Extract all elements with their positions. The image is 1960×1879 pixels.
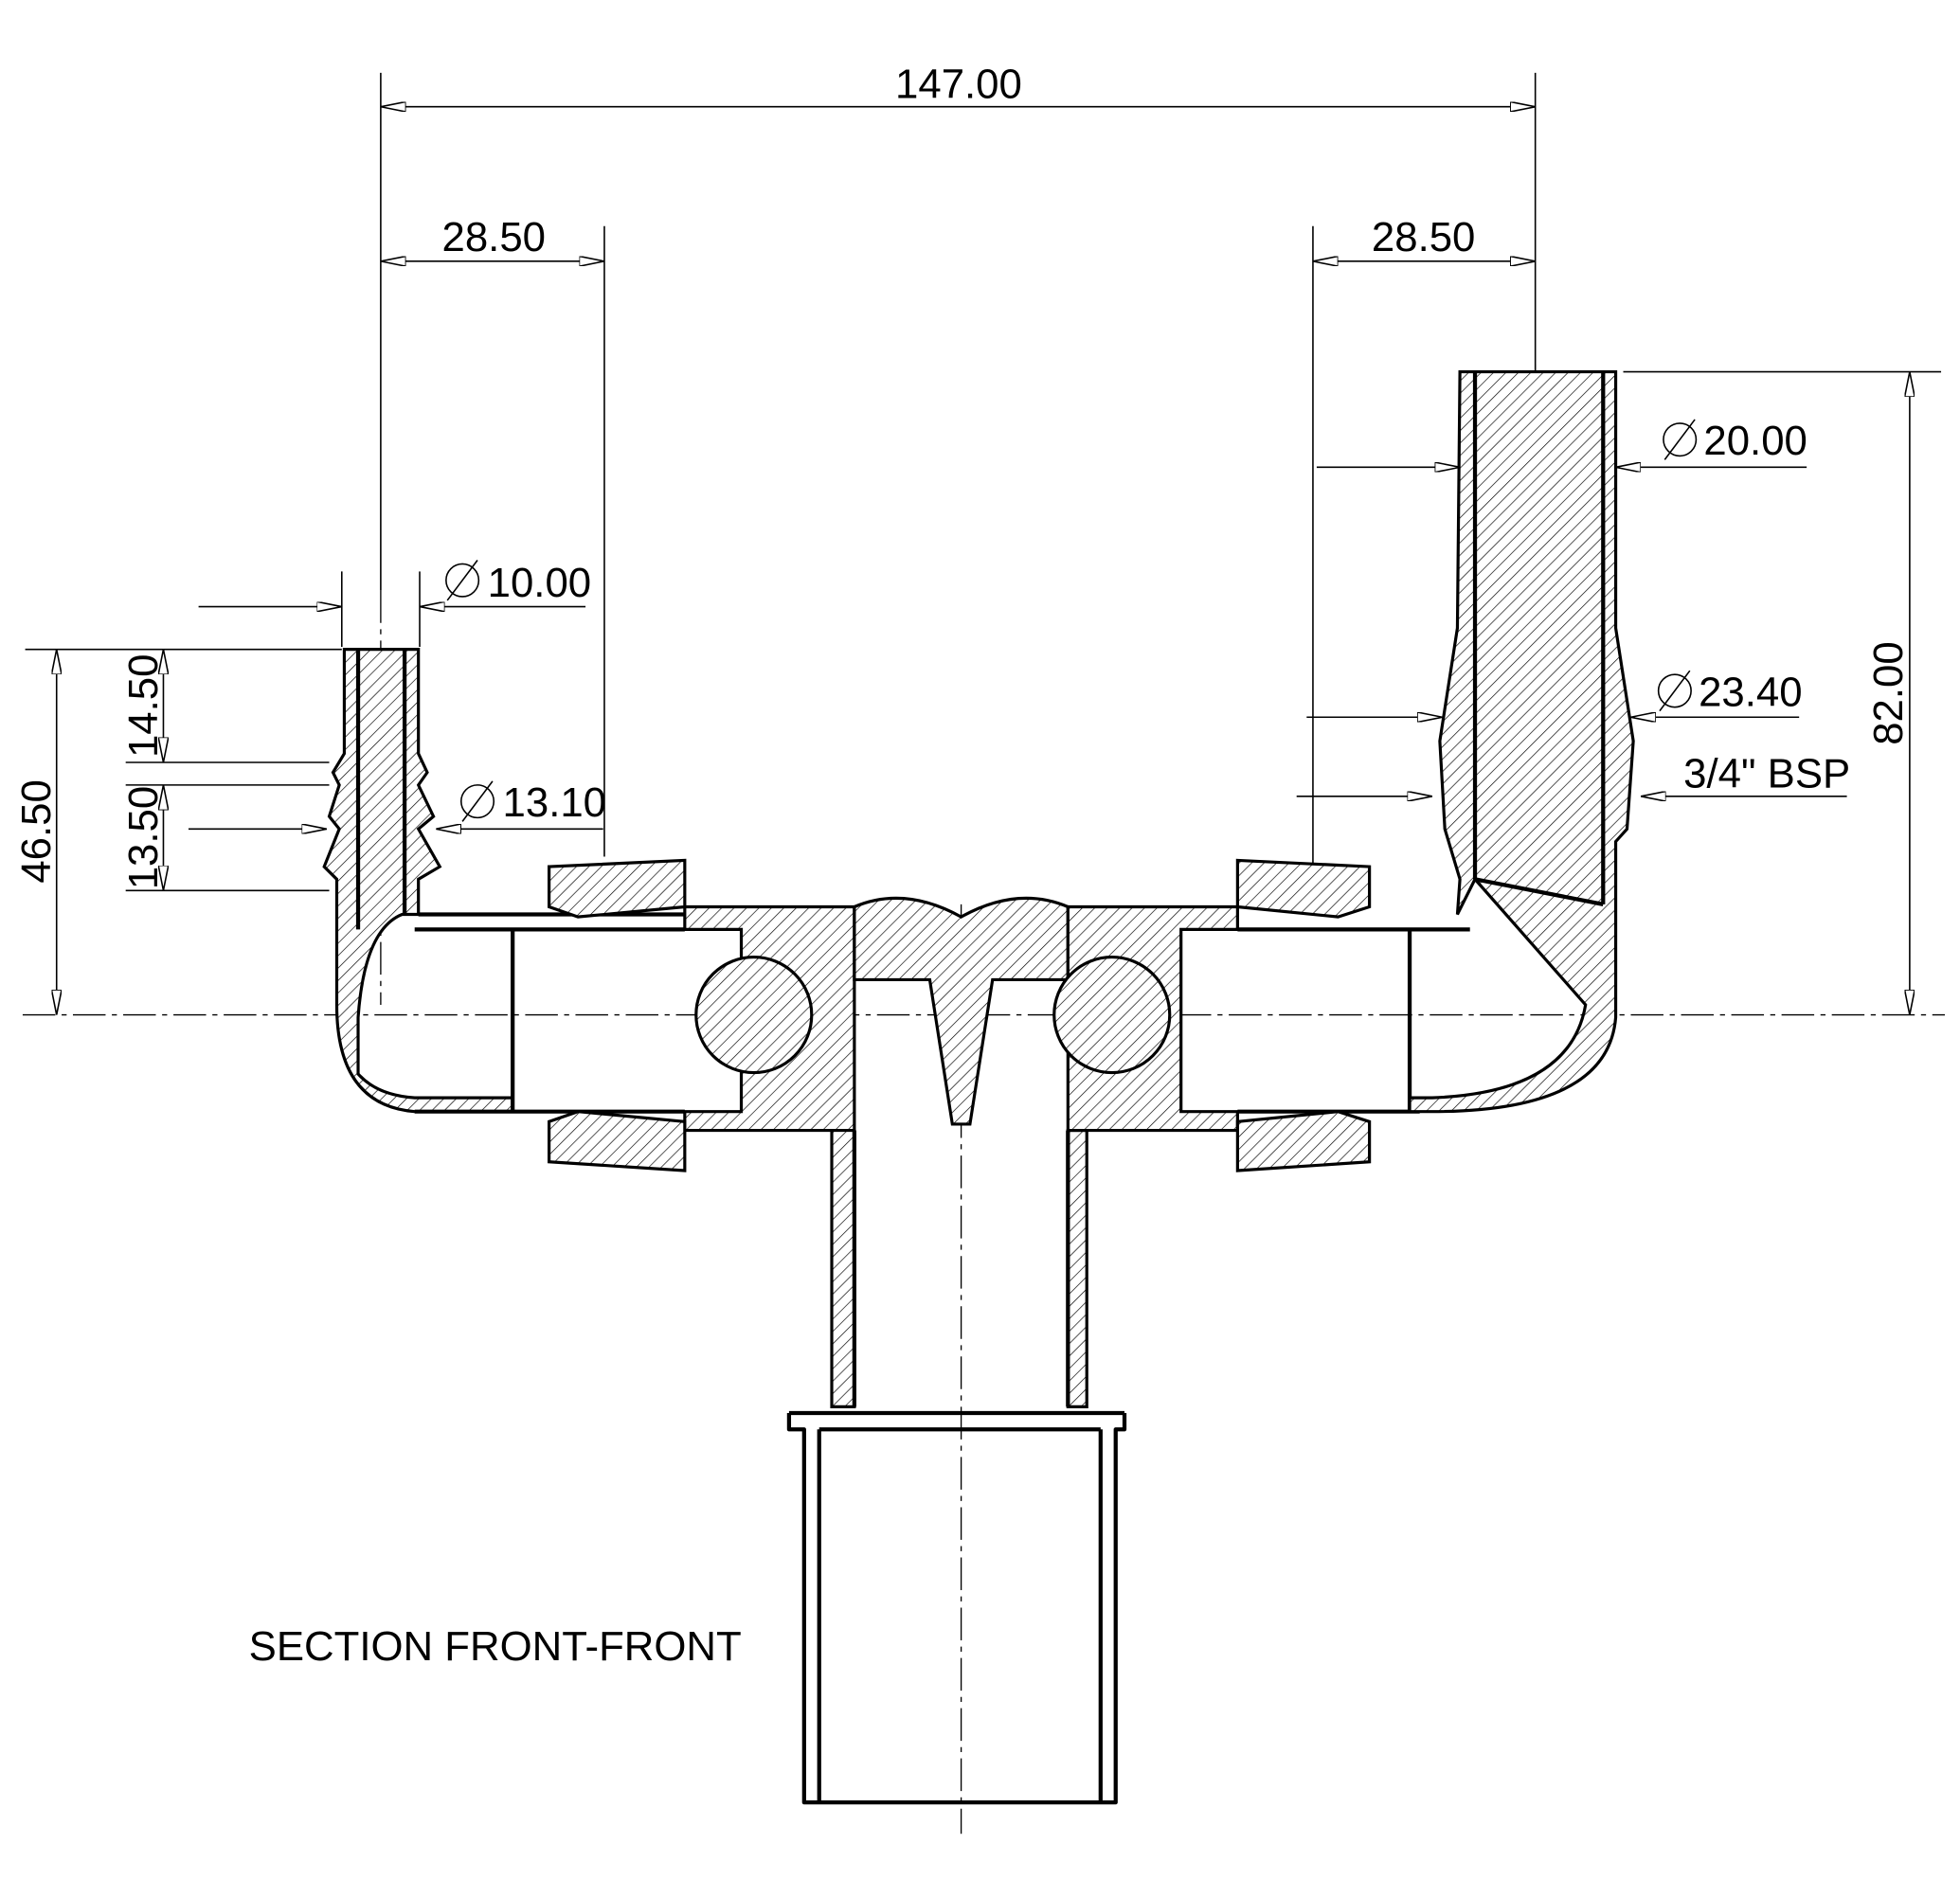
section-title: SECTION FRONT-FRONT [249,1623,742,1670]
dim-46-50: 46.50 [13,779,60,883]
valve-balls [694,955,1172,1075]
center-lines [22,364,1946,1834]
dim-dia-20: 20.00 [1703,418,1807,464]
dim-dia-10: 10.00 [488,560,591,606]
dim-3-4-bsp: 3/4" BSP [1683,751,1850,797]
dim-147: 147.00 [895,61,1022,107]
dimension-right-offset: 28.50 [1312,214,1536,868]
dim-left-28-50: 28.50 [442,214,546,260]
drain-socket [786,1130,1127,1805]
dim-82: 82.00 [1865,641,1912,744]
dim-13-50: 13.50 [120,786,167,889]
dimension-right-diameters: 20.00 23.40 3/4" BSP [1296,418,1850,797]
left-hose-barb [322,648,514,1114]
dimension-left-diameters: 10.00 13.10 [188,560,606,829]
dim-dia-23-40: 23.40 [1699,669,1802,715]
dimension-left-heights: 46.50 14.50 13.50 [13,648,342,1015]
right-hose-barb [1408,369,1635,1114]
dimension-left-offset: 28.50 [380,214,605,857]
dimension-right-height: 82.00 [1623,370,1942,1015]
dim-14-50: 14.50 [120,654,167,758]
dim-dia-13-10: 13.10 [503,779,606,826]
dim-right-28-50: 28.50 [1372,214,1475,260]
union-nuts [548,858,1372,1172]
dimension-overall-width: 147.00 [380,61,1537,591]
